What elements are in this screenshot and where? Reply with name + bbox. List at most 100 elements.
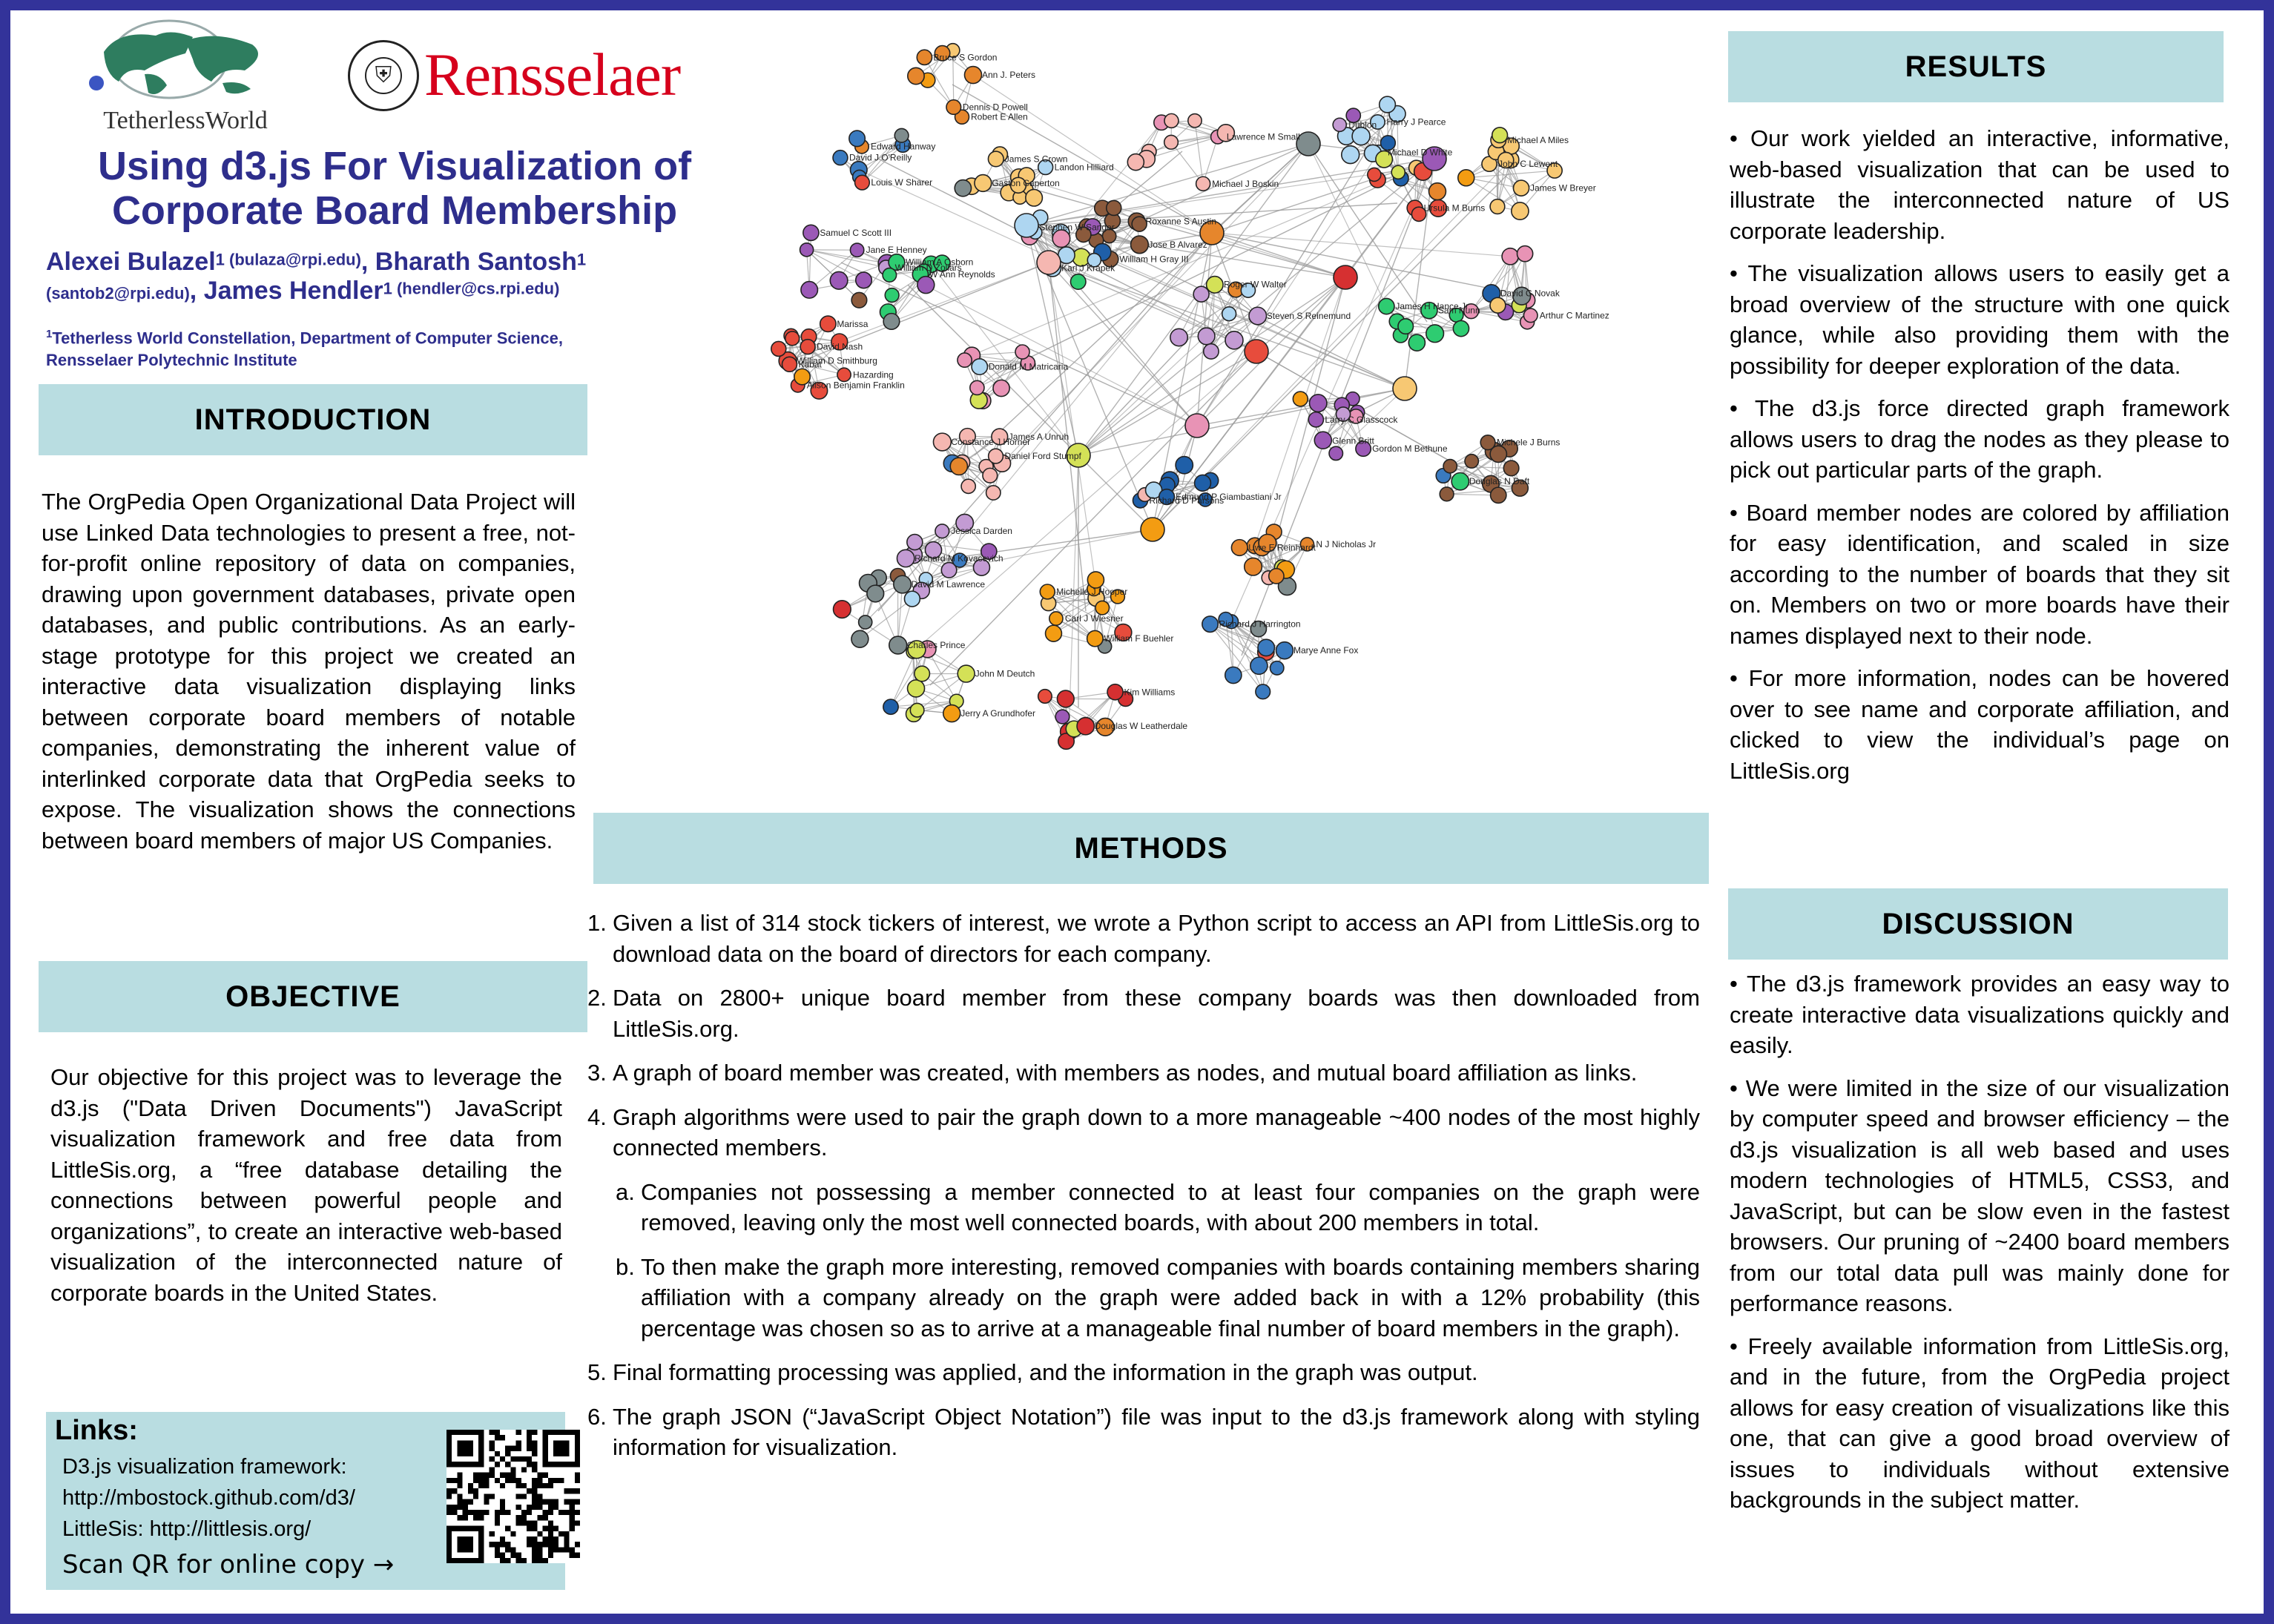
board-member-node[interactable]	[1230, 538, 1248, 557]
board-member-node[interactable]	[831, 333, 848, 351]
board-member-node[interactable]	[1205, 275, 1224, 294]
board-member-node[interactable]	[1037, 688, 1052, 704]
board-member-node[interactable]	[1340, 145, 1360, 165]
littlesis-link[interactable]: LittleSis: http://littlesis.org/	[62, 1517, 312, 1541]
board-member-node[interactable]	[907, 67, 925, 85]
board-member-node[interactable]	[1221, 306, 1237, 322]
board-member-node[interactable]	[1187, 113, 1202, 128]
board-member-node[interactable]	[785, 331, 800, 346]
board-member-node[interactable]	[992, 379, 1010, 397]
board-member-node[interactable]	[1333, 265, 1358, 290]
board-member-node[interactable]	[1087, 252, 1102, 268]
board-member-node[interactable]	[1546, 162, 1563, 179]
board-member-node[interactable]	[932, 432, 952, 452]
board-member-node[interactable]	[1523, 308, 1538, 323]
board-member-node[interactable]	[1158, 488, 1176, 506]
board-member-node[interactable]	[1351, 126, 1371, 146]
qr-code-icon[interactable]	[446, 1430, 580, 1563]
board-member-node[interactable]	[1048, 611, 1064, 627]
board-member-node[interactable]	[803, 224, 820, 242]
board-member-node[interactable]	[917, 275, 935, 294]
board-member-node[interactable]	[1411, 206, 1427, 222]
board-member-node[interactable]	[800, 338, 816, 355]
board-member-node[interactable]	[972, 558, 991, 576]
board-member-node[interactable]	[1110, 589, 1126, 604]
board-member-node[interactable]	[1511, 202, 1529, 220]
board-member-node[interactable]	[906, 533, 923, 551]
board-member-node[interactable]	[849, 242, 865, 258]
board-member-node[interactable]	[1299, 537, 1315, 552]
board-member-node[interactable]	[1127, 153, 1145, 171]
board-member-node[interactable]	[1056, 690, 1075, 708]
board-member-node[interactable]	[1269, 660, 1285, 676]
board-member-node[interactable]	[819, 315, 837, 333]
board-member-node[interactable]	[1296, 131, 1321, 156]
board-member-node[interactable]	[1014, 213, 1039, 238]
board-member-node[interactable]	[829, 271, 848, 290]
board-member-node[interactable]	[955, 513, 975, 532]
board-member-node[interactable]	[1489, 445, 1508, 463]
board-member-node[interactable]	[942, 704, 961, 723]
board-member-node[interactable]	[1451, 472, 1470, 491]
board-member-node[interactable]	[1114, 623, 1133, 642]
board-member-node[interactable]	[1193, 474, 1212, 492]
board-member-node[interactable]	[1345, 108, 1362, 124]
board-member-node[interactable]	[1501, 247, 1520, 265]
board-member-node[interactable]	[1426, 324, 1445, 343]
board-member-node[interactable]	[1258, 533, 1277, 552]
board-member-node[interactable]	[1369, 113, 1385, 130]
board-member-node[interactable]	[1457, 168, 1475, 187]
board-member-node[interactable]	[1025, 188, 1044, 207]
board-member-node[interactable]	[888, 636, 908, 655]
board-member-node[interactable]	[1420, 301, 1438, 320]
board-member-node[interactable]	[1292, 391, 1309, 407]
board-member-node[interactable]	[957, 352, 972, 369]
board-member-node[interactable]	[1378, 96, 1397, 113]
board-member-node[interactable]	[1095, 717, 1115, 737]
board-member-node[interactable]	[854, 174, 871, 191]
board-member-node[interactable]	[799, 242, 814, 257]
board-member-node[interactable]	[1314, 431, 1333, 449]
board-member-node[interactable]	[1044, 624, 1063, 642]
board-member-node[interactable]	[1335, 406, 1351, 422]
board-member-node[interactable]	[896, 549, 915, 568]
board-member-node[interactable]	[935, 524, 950, 539]
board-member-node[interactable]	[980, 543, 998, 561]
board-member-node[interactable]	[1422, 146, 1447, 171]
board-member-node[interactable]	[1163, 134, 1179, 150]
board-member-node[interactable]	[857, 615, 873, 630]
board-member-node[interactable]	[883, 312, 900, 331]
board-member-node[interactable]	[954, 179, 972, 197]
board-member-node[interactable]	[794, 368, 811, 386]
board-member-node[interactable]	[1503, 460, 1520, 477]
board-member-node[interactable]	[1164, 113, 1179, 129]
board-member-node[interactable]	[1332, 117, 1348, 133]
board-member-node[interactable]	[960, 478, 977, 495]
board-member-node[interactable]	[883, 699, 899, 716]
board-member-node[interactable]	[1225, 331, 1244, 350]
board-member-node[interactable]	[1355, 440, 1372, 458]
board-member-node[interactable]	[851, 291, 868, 308]
board-member-node[interactable]	[916, 49, 933, 66]
board-member-node[interactable]	[1516, 245, 1534, 263]
board-member-node[interactable]	[1130, 235, 1150, 254]
board-member-node[interactable]	[1439, 486, 1454, 502]
board-member-node[interactable]	[1268, 567, 1285, 584]
board-member-node[interactable]	[837, 367, 851, 383]
board-member-node[interactable]	[1075, 226, 1092, 243]
board-member-node[interactable]	[958, 427, 976, 445]
board-member-node[interactable]	[1250, 620, 1268, 638]
board-member-node[interactable]	[987, 151, 1004, 168]
board-member-node[interactable]	[1087, 571, 1105, 589]
board-member-node[interactable]	[963, 65, 983, 85]
board-member-node[interactable]	[1216, 123, 1236, 142]
board-member-node[interactable]	[957, 664, 975, 683]
board-member-node[interactable]	[1057, 733, 1075, 750]
board-member-node[interactable]	[848, 130, 866, 148]
board-member-node[interactable]	[924, 541, 943, 559]
board-member-node[interactable]	[954, 109, 970, 125]
board-member-node[interactable]	[1195, 176, 1211, 192]
board-member-node[interactable]	[1367, 167, 1382, 182]
board-member-node[interactable]	[1497, 151, 1515, 169]
